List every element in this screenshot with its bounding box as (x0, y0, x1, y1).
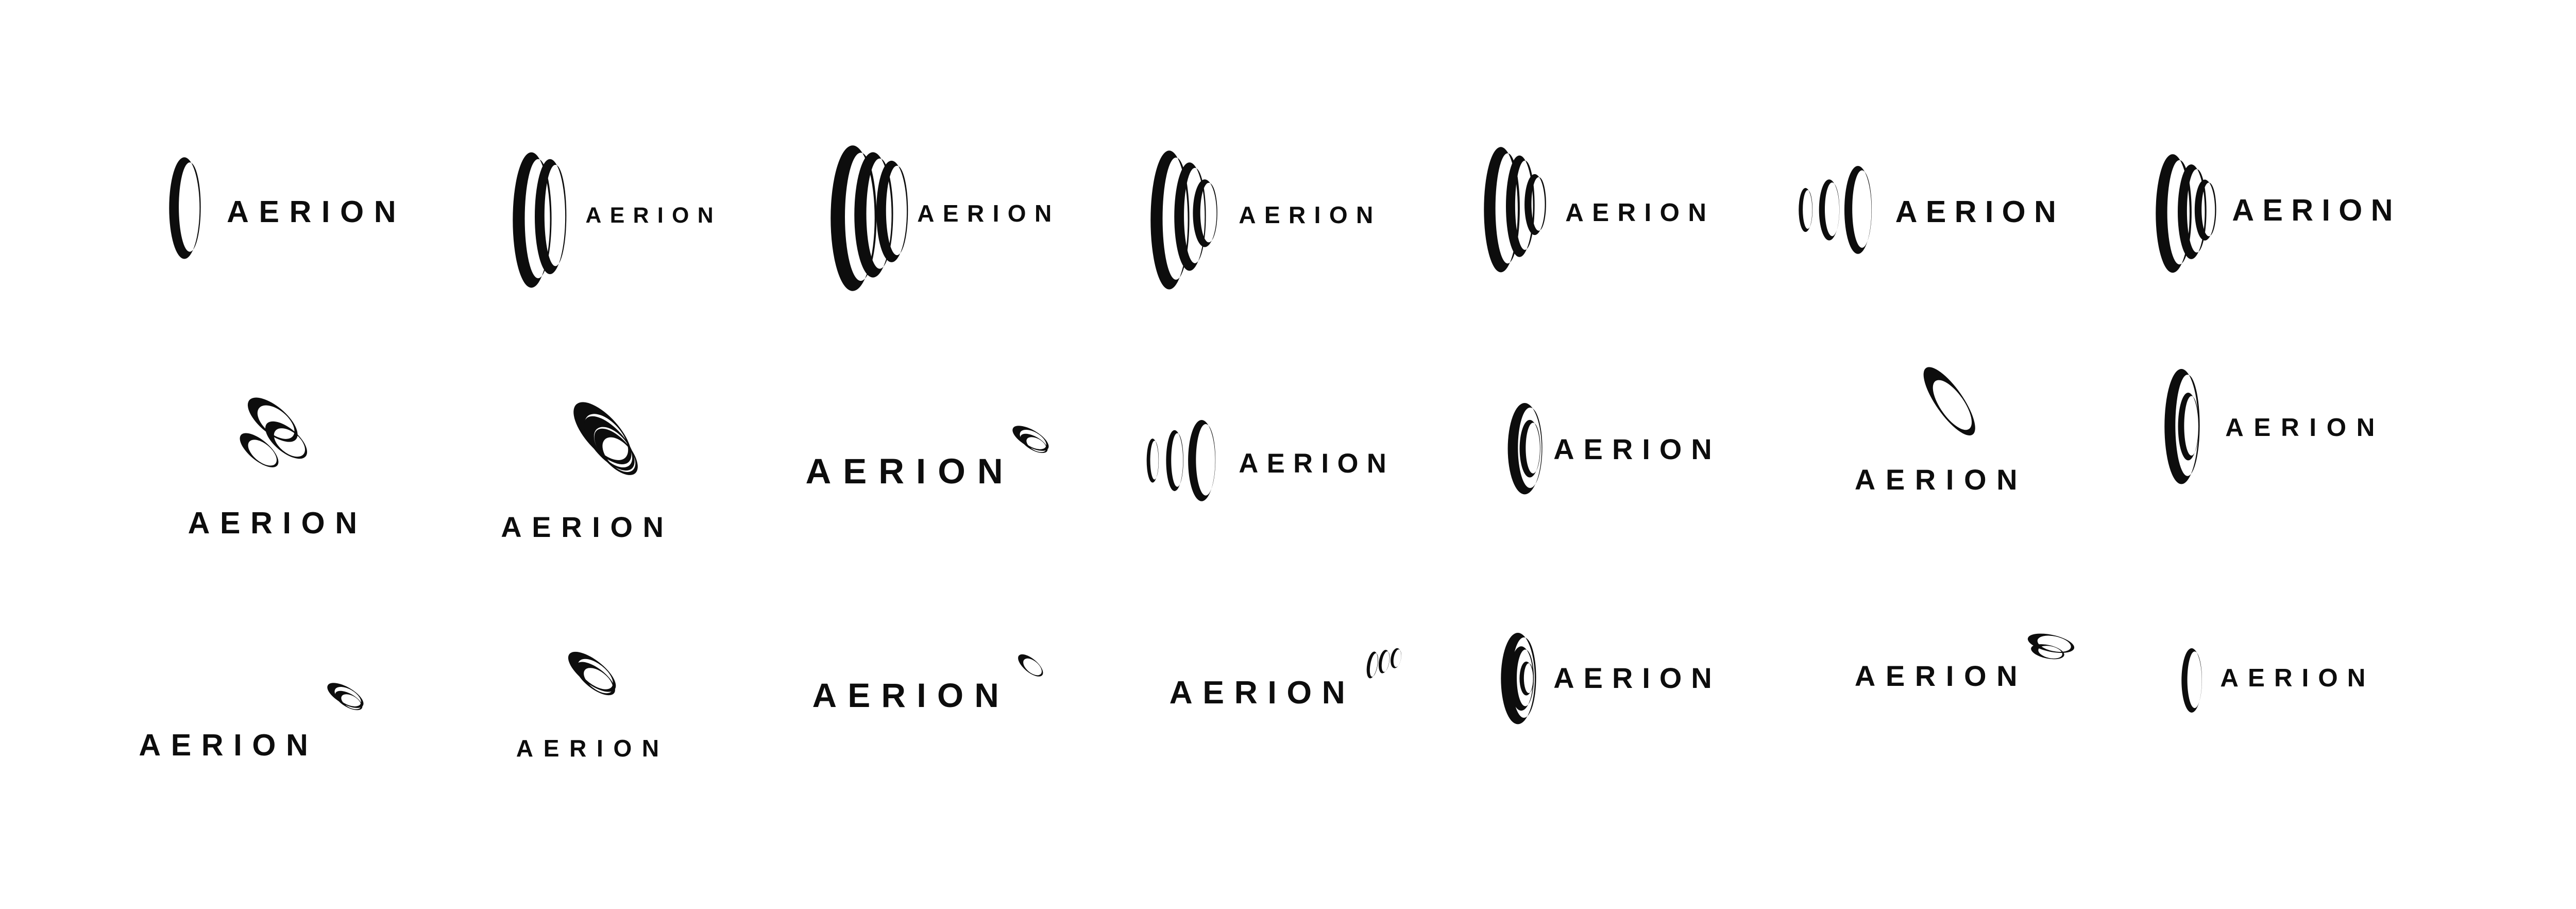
elliptical-rings-icon (1146, 419, 1215, 501)
elliptical-rings-icon (2027, 633, 2074, 660)
brand-wordmark: AERION (188, 506, 367, 541)
elliptical-rings-icon (1150, 150, 1218, 290)
brand-wordmark: AERION (1854, 660, 2028, 693)
elliptical-rings-icon (831, 145, 908, 291)
elliptical-rings-icon (2164, 369, 2200, 484)
elliptical-rings-icon (1012, 426, 1049, 453)
elliptical-rings-icon (1501, 633, 1536, 725)
brand-wordmark: AERION (227, 194, 406, 229)
brand-wordmark: AERION (1553, 433, 1721, 466)
brand-wordmark: AERION (812, 677, 1010, 715)
brand-wordmark: AERION (501, 511, 674, 544)
elliptical-rings-icon (1484, 147, 1547, 273)
elliptical-rings-icon (327, 683, 364, 711)
elliptical-rings-icon (1018, 654, 1043, 677)
brand-wordmark: AERION (139, 727, 318, 762)
elliptical-rings-icon (1507, 402, 1543, 495)
brand-wordmark: AERION (1239, 201, 1382, 229)
brand-wordmark: AERION (917, 199, 1060, 227)
elliptical-rings-icon (169, 157, 201, 259)
brand-wordmark: AERION (1895, 194, 2065, 229)
brand-wordmark: AERION (516, 734, 669, 762)
brand-wordmark: AERION (1854, 463, 2028, 496)
elliptical-rings-icon (513, 152, 567, 288)
elliptical-rings-icon (1923, 367, 1975, 435)
brand-wordmark: AERION (1553, 661, 1721, 694)
elliptical-rings-icon (573, 402, 638, 476)
brand-wordmark: AERION (2232, 192, 2401, 227)
brand-wordmark: AERION (585, 203, 722, 228)
elliptical-rings-icon (1799, 165, 1872, 254)
elliptical-rings-icon (568, 652, 616, 696)
elliptical-rings-icon (1367, 648, 1402, 679)
brand-wordmark: AERION (1169, 675, 1355, 711)
brand-wordmark: AERION (1239, 448, 1395, 479)
brand-wordmark: AERION (2220, 663, 2375, 692)
elliptical-rings-icon (2156, 154, 2216, 273)
brand-wordmark: AERION (805, 451, 1015, 492)
elliptical-rings-icon (240, 397, 307, 467)
brand-wordmark: AERION (1565, 198, 1715, 227)
brand-wordmark: AERION (2225, 413, 2385, 442)
elliptical-rings-icon (2181, 648, 2202, 713)
